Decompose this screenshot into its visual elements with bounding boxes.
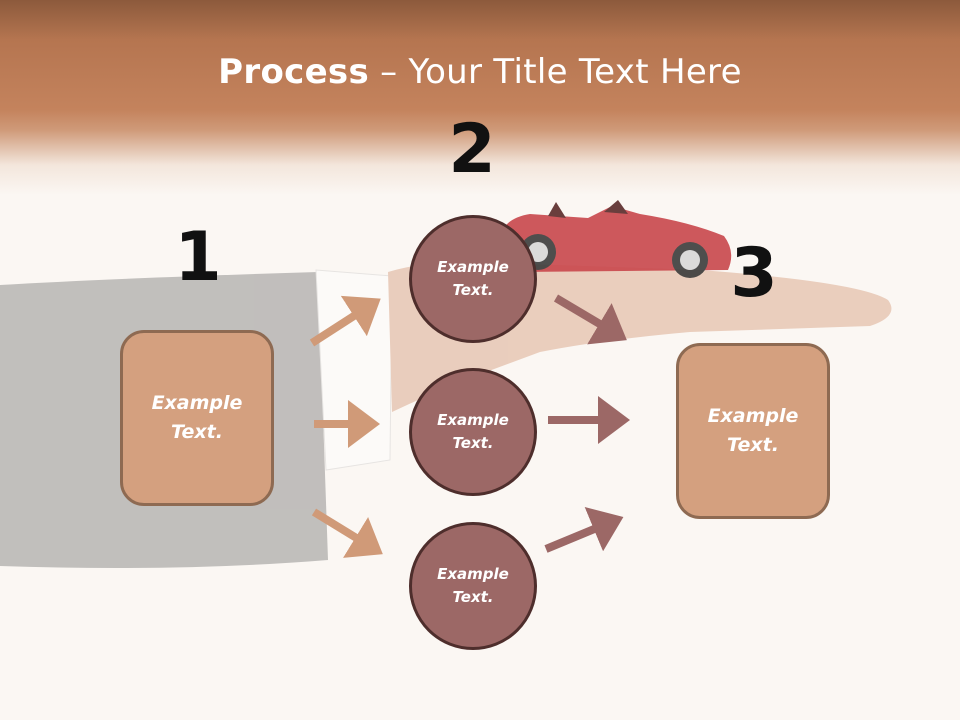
step-number-1: 1: [174, 218, 222, 297]
circle-bottom-text: Example Text.: [437, 565, 509, 606]
title-dash: –: [369, 52, 409, 92]
title-bold: Process: [218, 52, 370, 92]
step-3-text: Example Text.: [707, 405, 799, 456]
step-1-text: Example Text.: [151, 392, 243, 443]
step-number-2: 2: [448, 110, 496, 189]
arrow-1-to-top: [309, 295, 381, 347]
header-band: [0, 0, 960, 200]
car-icon: [500, 200, 732, 278]
step-3-box: Example Text.: [676, 343, 830, 519]
arrow-1-to-bottom: [311, 508, 383, 558]
step-2-circle-middle: Example Text.: [409, 368, 537, 496]
step-2-circle-bottom: Example Text.: [409, 522, 537, 650]
slide-title: Process – Your Title Text Here: [0, 52, 960, 92]
circle-middle-text: Example Text.: [437, 411, 509, 452]
title-rest: Your Title Text Here: [408, 52, 742, 92]
step-2-circle-top: Example Text.: [409, 215, 537, 343]
step-1-box: Example Text.: [120, 330, 274, 506]
step-number-3: 3: [730, 234, 778, 313]
arrow-top-to-3: [553, 294, 627, 345]
arrow-bottom-to-3: [544, 507, 624, 553]
circle-top-text: Example Text.: [437, 258, 509, 299]
